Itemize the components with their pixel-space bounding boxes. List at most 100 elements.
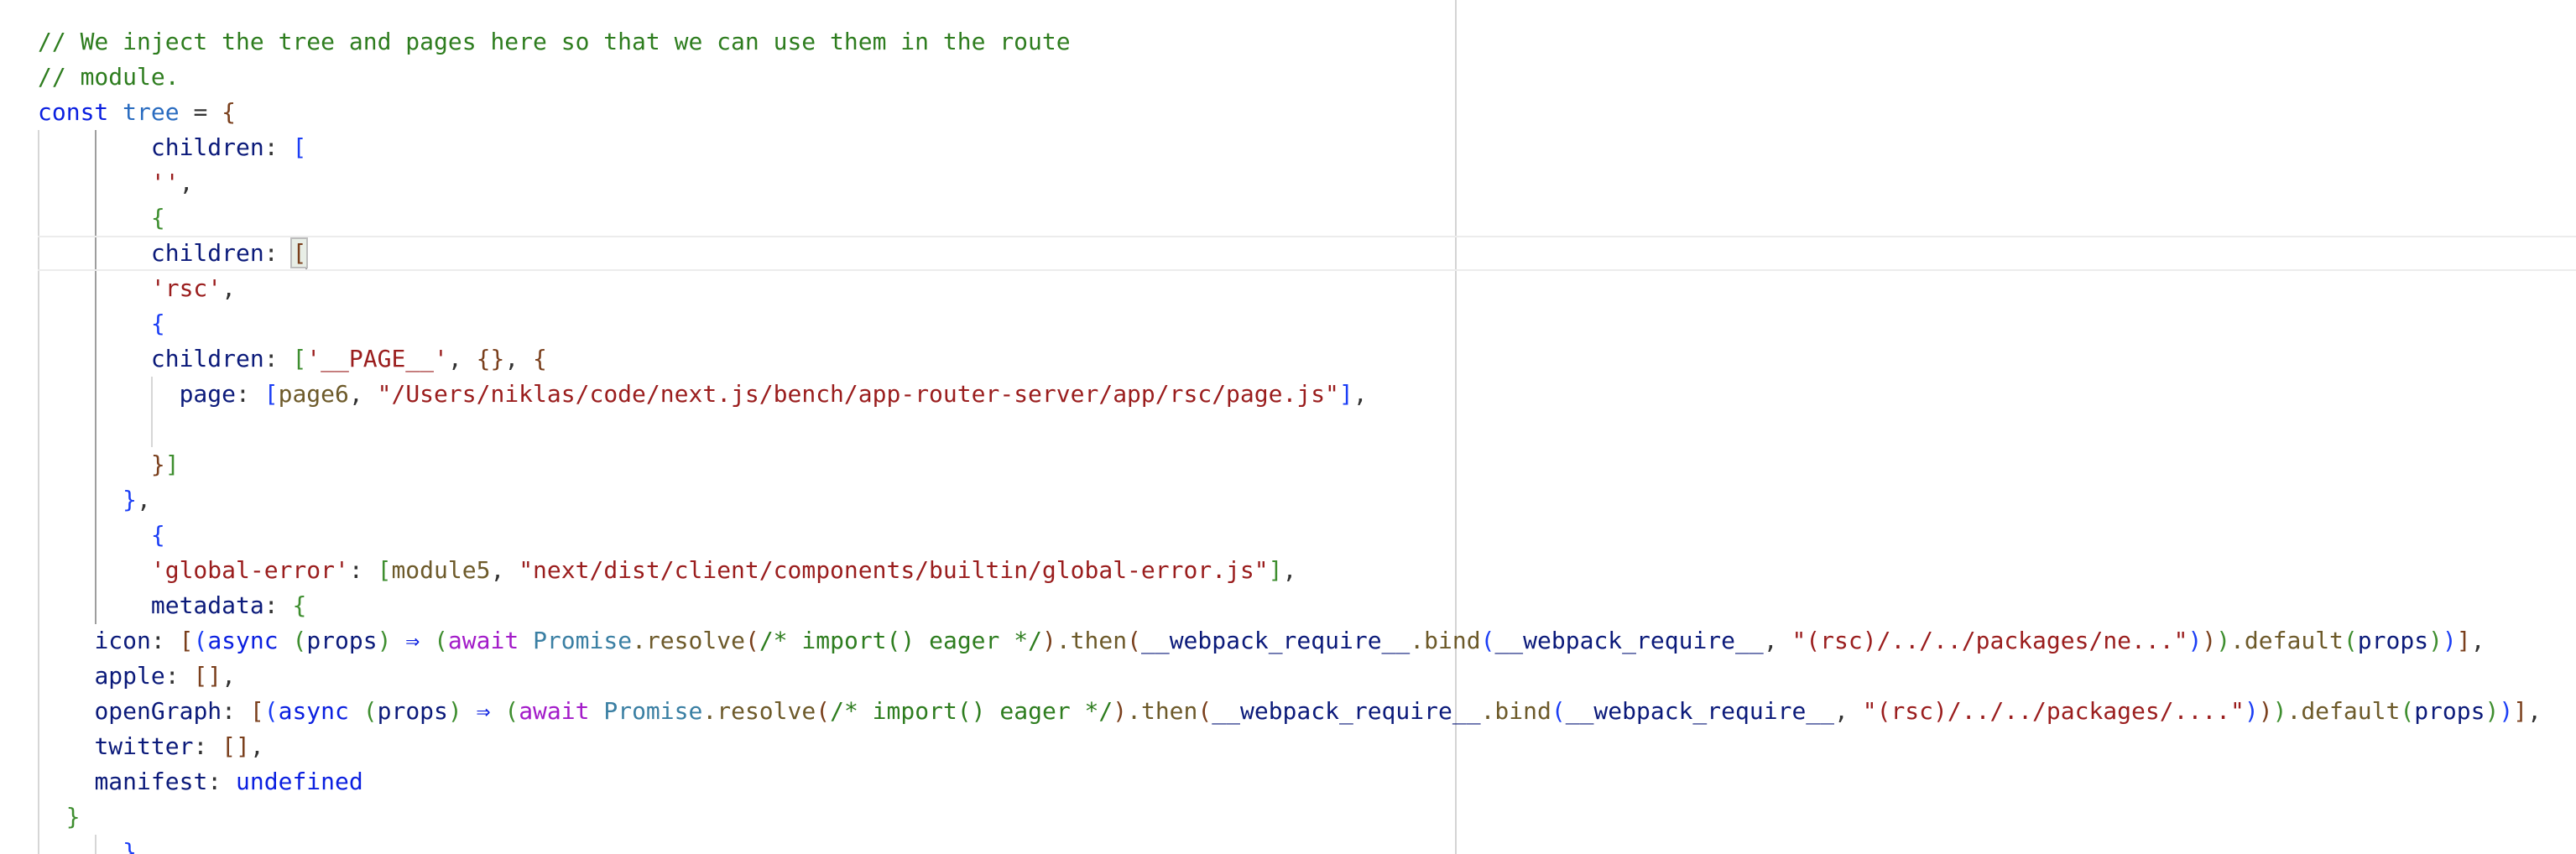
code-token: , — [490, 556, 519, 584]
code-line[interactable]: icon: [(async (props) ⇒ (await Promise.r… — [38, 623, 2542, 659]
code-token: ( — [744, 627, 759, 654]
code-line[interactable]: { — [38, 518, 2542, 553]
indent — [38, 486, 123, 513]
indent — [38, 380, 180, 408]
code-token: children — [150, 133, 264, 161]
code-token: "(rsc)/../../packages/...." — [1862, 697, 2245, 725]
code-token: ( — [1551, 697, 1566, 725]
indent — [38, 169, 151, 196]
code-token: ) — [2442, 627, 2457, 654]
code-token: children — [150, 239, 264, 267]
code-token: metadata — [150, 591, 264, 619]
indent — [38, 274, 151, 302]
code-line[interactable]: 'rsc', — [38, 271, 2542, 306]
code-line[interactable]: { — [38, 306, 2542, 341]
indent — [38, 450, 151, 478]
code-line[interactable]: } — [38, 835, 2542, 854]
code-token: , — [2470, 627, 2485, 654]
code-token: .default — [2287, 697, 2401, 725]
code-token: ( — [193, 627, 208, 654]
code-token: ] — [2513, 697, 2528, 725]
code-token: ) — [2428, 627, 2443, 654]
code-token: { — [150, 204, 165, 232]
code-token: : — [348, 556, 378, 584]
code-line[interactable]: // module. — [38, 60, 2542, 95]
code-token: '__PAGE__' — [306, 345, 448, 372]
code-token: ] — [1268, 556, 1283, 584]
code-token: // We inject the tree and pages here so … — [38, 28, 1071, 55]
code-token: , — [179, 169, 194, 196]
code-line[interactable]: metadata: { — [38, 588, 2542, 623]
indent — [38, 239, 151, 267]
code-token: [] — [193, 662, 222, 690]
code-token: , — [137, 486, 151, 513]
code-token: } — [123, 838, 138, 854]
code-token: ) — [1113, 697, 1128, 725]
code-token: ( — [362, 697, 378, 725]
indent — [38, 556, 151, 584]
code-line[interactable]: children: ['__PAGE__', {}, { — [38, 341, 2542, 377]
code-token: : — [263, 133, 293, 161]
indent — [38, 732, 94, 760]
code-token: ) — [1041, 627, 1056, 654]
code-line[interactable]: const tree = { — [38, 95, 2542, 130]
code-line[interactable]: '', — [38, 165, 2542, 200]
indent — [38, 627, 94, 654]
code-token: __webpack_require__ — [1140, 627, 1411, 654]
code-area[interactable]: // We inject the tree and pages here so … — [38, 24, 2576, 854]
code-token: .then — [1127, 697, 1198, 725]
code-line[interactable]: children: [ — [38, 130, 2542, 165]
code-line[interactable]: } — [38, 799, 2542, 835]
code-token: ( — [2343, 627, 2358, 654]
code-token: [ — [292, 345, 307, 372]
code-token: manifest — [94, 768, 208, 795]
code-token: 'global-error' — [150, 556, 349, 584]
code-token: , — [1834, 697, 1863, 725]
code-token: ] — [1338, 380, 1353, 408]
code-line-current[interactable]: children: [ — [38, 236, 2576, 271]
code-token: .resolve — [632, 627, 745, 654]
code-line[interactable]: page: [page6, "/Users/niklas/code/next.j… — [38, 377, 2542, 412]
code-token: apple — [94, 662, 165, 690]
code-token: /* import() eager */ — [830, 697, 1113, 725]
code-token: "(rsc)/../../packages/ne..." — [1791, 627, 2188, 654]
code-token: } — [123, 486, 138, 513]
code-token: : — [263, 345, 293, 372]
code-token: ) — [447, 697, 462, 725]
code-token — [279, 627, 293, 654]
code-line[interactable]: }, — [38, 482, 2542, 518]
code-token: { — [150, 310, 165, 337]
code-token: , — [447, 345, 477, 372]
indent — [38, 662, 94, 690]
indent — [38, 133, 151, 161]
code-line[interactable]: manifest: undefined — [38, 764, 2542, 799]
code-token: children — [150, 345, 264, 372]
code-token: { — [292, 591, 307, 619]
code-line[interactable]: openGraph: [(async (props) ⇒ (await Prom… — [38, 694, 2541, 729]
code-line[interactable]: { — [38, 200, 2542, 236]
indent — [38, 345, 151, 372]
code-token: } — [150, 450, 165, 478]
code-token: , — [1282, 556, 1297, 584]
code-line[interactable]: // We inject the tree and pages here so … — [38, 24, 2542, 60]
code-token: props — [2357, 627, 2429, 654]
code-line[interactable]: }] — [38, 447, 2542, 482]
code-token: ] — [2456, 627, 2471, 654]
code-token: page6 — [278, 380, 349, 408]
code-token: await — [447, 627, 519, 654]
code-token: ) — [2188, 627, 2203, 654]
code-line[interactable]: 'global-error': [module5, "next/dist/cli… — [38, 553, 2542, 588]
code-line[interactable]: apple: [], — [38, 659, 2542, 694]
code-token: : — [263, 591, 293, 619]
code-line[interactable] — [38, 412, 2542, 447]
code-token: .bind — [1410, 627, 1481, 654]
code-token: , — [222, 274, 237, 302]
code-line[interactable]: twitter: [], — [38, 729, 2542, 764]
code-token: module5 — [391, 556, 491, 584]
code-token — [490, 697, 504, 725]
code-token: /* import() eager */ — [759, 627, 1042, 654]
code-token — [108, 98, 123, 126]
indent-guide — [95, 835, 96, 854]
indent-guide-active — [95, 130, 96, 624]
